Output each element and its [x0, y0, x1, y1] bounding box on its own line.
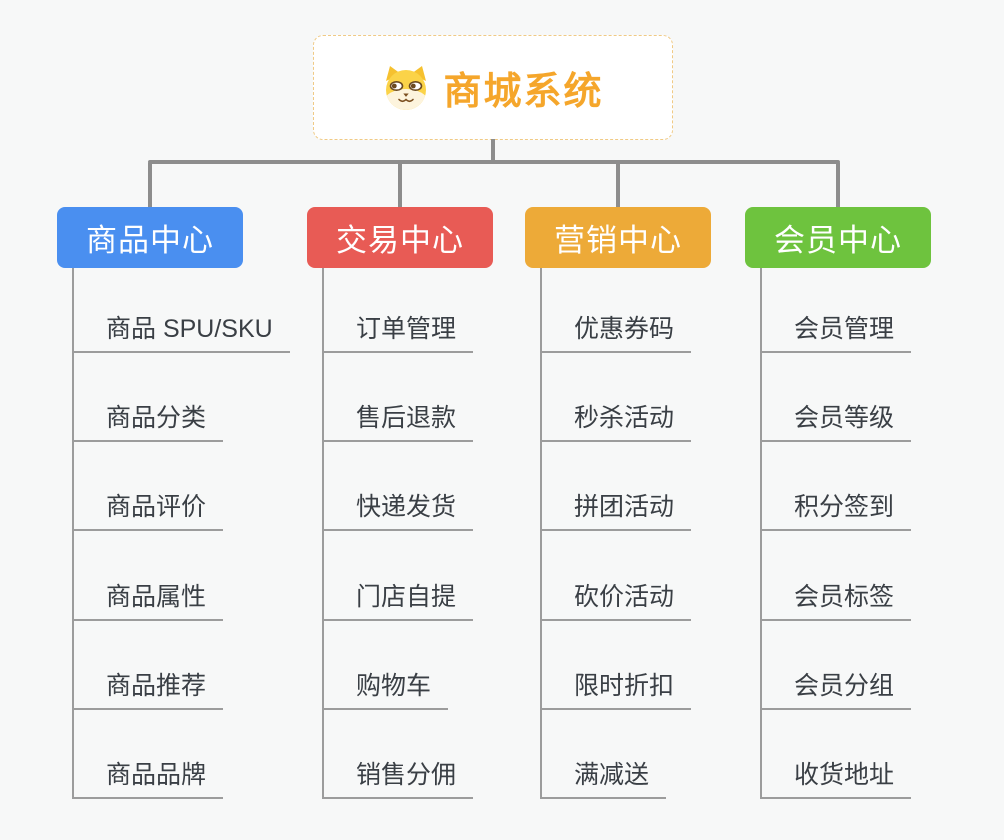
connector-drop-line — [616, 163, 620, 208]
leaf-node[interactable]: 门店自提 — [322, 582, 474, 621]
branch-node-member-center[interactable]: 会员中心 — [745, 207, 931, 268]
leaf-node[interactable]: 订单管理 — [322, 314, 474, 353]
leaf-node[interactable]: 商品分类 — [72, 403, 224, 442]
leaf-node[interactable]: 会员管理 — [760, 314, 912, 353]
leaf-node[interactable]: 商品品牌 — [72, 760, 224, 799]
leaf-node[interactable]: 商品评价 — [72, 492, 224, 531]
leaf-node[interactable]: 商品推荐 — [72, 671, 224, 710]
root-title: 商城系统 — [443, 71, 604, 113]
branch-group-marketing-center: 营销中心 优惠券码 秒杀活动 拼团活动 砍价活动 限时折扣 满减送 — [525, 207, 785, 817]
leaf-node[interactable]: 积分签到 — [760, 492, 912, 531]
branch-group-trade-center: 交易中心 订单管理 售后退款 快递发货 门店自提 购物车 销售分佣 — [307, 207, 567, 817]
leaf-node[interactable]: 优惠券码 — [540, 314, 692, 353]
branch-node-trade-center[interactable]: 交易中心 — [307, 207, 493, 268]
branch-title: 会员中心 — [774, 223, 902, 258]
leaf-node[interactable]: 砍价活动 — [540, 582, 692, 621]
branch-title: 营销中心 — [554, 223, 682, 258]
branch-node-product-center[interactable]: 商品中心 — [57, 207, 243, 268]
leaf-node[interactable]: 会员标签 — [760, 582, 912, 621]
connector-root-stub — [491, 139, 495, 163]
leaf-node[interactable]: 收货地址 — [760, 760, 912, 799]
branch-group-member-center: 会员中心 会员管理 会员等级 积分签到 会员标签 会员分组 收货地址 — [745, 207, 1004, 817]
connector-drop-line — [836, 163, 840, 208]
connector-bus-line — [148, 160, 840, 164]
leaf-node[interactable]: 商品属性 — [72, 582, 224, 621]
leaf-node[interactable]: 快递发货 — [322, 492, 474, 531]
branch-title: 交易中心 — [336, 223, 464, 258]
branch-spine-line — [322, 268, 324, 799]
branch-title: 商品中心 — [86, 223, 214, 258]
leaf-node[interactable]: 秒杀活动 — [540, 403, 692, 442]
shiba-dog-icon — [382, 65, 430, 111]
leaf-node[interactable]: 售后退款 — [322, 403, 474, 442]
leaf-node[interactable]: 商品 SPU/SKU — [72, 314, 290, 353]
branch-node-marketing-center[interactable]: 营销中心 — [525, 207, 711, 268]
leaf-node[interactable]: 满减送 — [540, 760, 667, 799]
branch-spine-line — [760, 268, 762, 799]
leaf-node[interactable]: 限时折扣 — [540, 671, 692, 710]
connector-drop-line — [398, 163, 402, 208]
leaf-node[interactable]: 会员分组 — [760, 671, 912, 710]
branch-spine-line — [72, 268, 74, 799]
leaf-node[interactable]: 会员等级 — [760, 403, 912, 442]
branch-spine-line — [540, 268, 542, 799]
leaf-node[interactable]: 购物车 — [322, 671, 449, 710]
connector-drop-line — [148, 163, 152, 208]
leaf-node[interactable]: 拼团活动 — [540, 492, 692, 531]
root-node[interactable]: 商城系统 — [313, 35, 673, 140]
branch-group-product-center: 商品中心 商品 SPU/SKU 商品分类 商品评价 商品属性 商品推荐 商品品牌 — [57, 207, 317, 817]
leaf-node[interactable]: 销售分佣 — [322, 760, 474, 799]
